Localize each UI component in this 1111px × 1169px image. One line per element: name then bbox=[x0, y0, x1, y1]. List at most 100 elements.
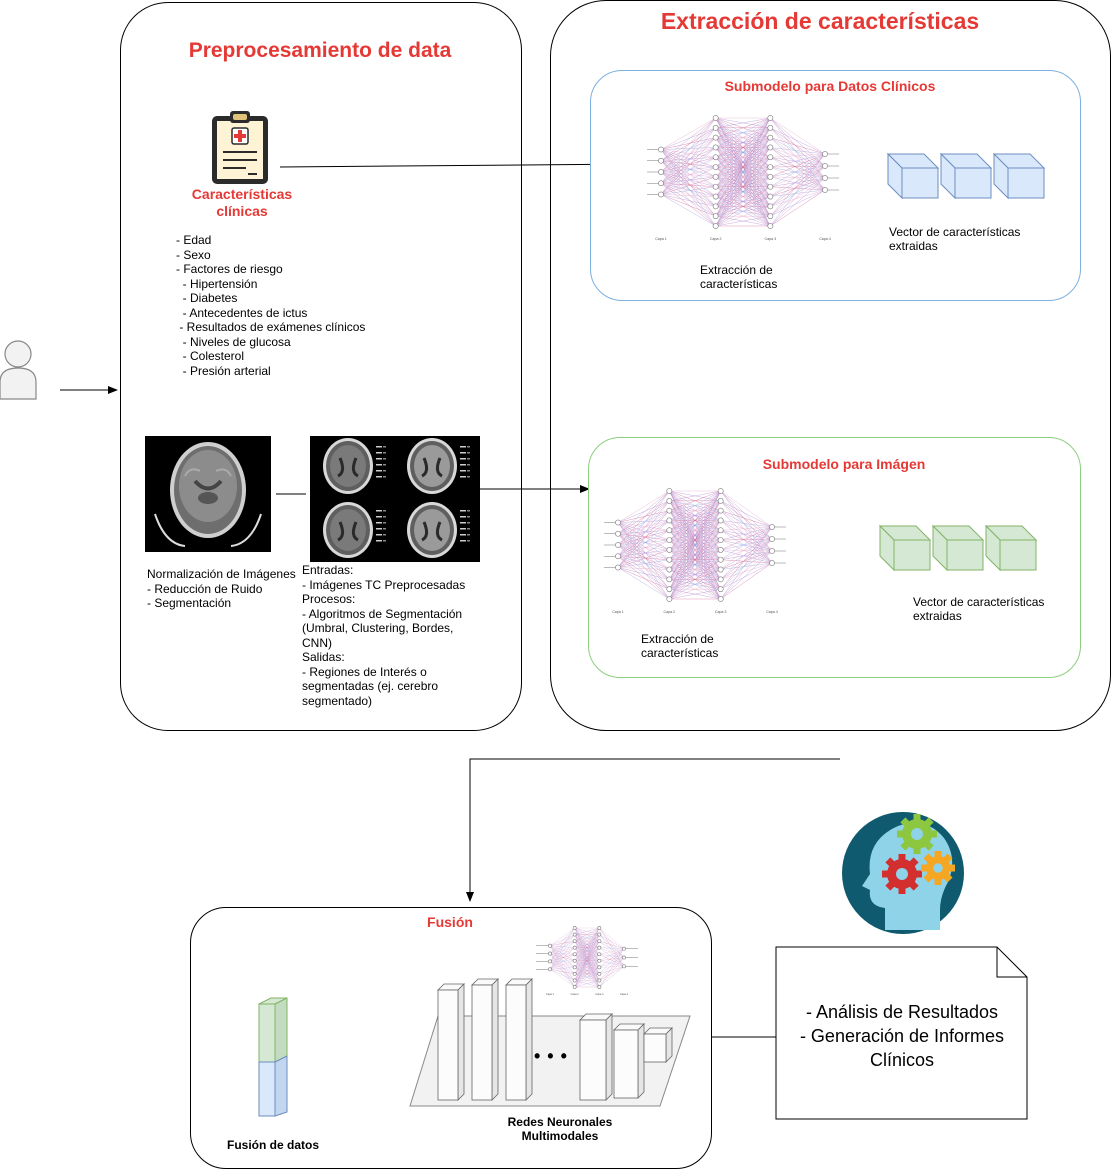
network-node bbox=[767, 223, 774, 229]
network-edge bbox=[549, 934, 575, 954]
network-edge bbox=[660, 160, 716, 197]
network-edge bbox=[617, 522, 670, 560]
network-node bbox=[712, 223, 719, 229]
network-edge bbox=[715, 206, 771, 227]
network-edge bbox=[599, 927, 625, 958]
network-edge bbox=[549, 953, 575, 961]
network-edge bbox=[599, 940, 625, 958]
network-node bbox=[572, 958, 577, 963]
network-node bbox=[767, 213, 774, 220]
network-edge bbox=[660, 194, 716, 197]
network-edge bbox=[599, 934, 625, 967]
network-edge bbox=[669, 588, 721, 600]
network-node bbox=[712, 115, 719, 121]
network-edge bbox=[770, 189, 826, 217]
network-edge bbox=[617, 556, 670, 560]
network-node bbox=[658, 180, 664, 187]
network-node bbox=[712, 134, 719, 141]
network-edge bbox=[549, 927, 575, 946]
network-node bbox=[769, 560, 775, 566]
network-edge bbox=[715, 117, 771, 168]
network-edge bbox=[669, 490, 721, 541]
network-node bbox=[572, 932, 577, 937]
network-edge bbox=[617, 567, 670, 570]
network-layer-label: Capa 2 bbox=[664, 610, 676, 614]
network-layer-label: Capa 4 bbox=[620, 993, 629, 996]
network-edge bbox=[770, 137, 826, 155]
multimodal-ellipsis: • • • bbox=[534, 1046, 568, 1066]
network-edge bbox=[660, 137, 716, 195]
output-line: - Análisis de Resultados bbox=[805, 1002, 999, 1022]
feature-vector-cube bbox=[886, 152, 940, 200]
network-node bbox=[548, 967, 552, 972]
network-node bbox=[712, 183, 719, 190]
network-node bbox=[658, 146, 664, 153]
network-edge bbox=[720, 490, 773, 528]
network-node bbox=[712, 213, 719, 220]
network-edge bbox=[599, 948, 625, 961]
network-edge bbox=[669, 500, 721, 600]
network-node bbox=[717, 537, 724, 543]
preprocessing-panel bbox=[120, 2, 522, 731]
network-edge bbox=[770, 189, 826, 227]
network-edge bbox=[770, 153, 826, 187]
network-edge bbox=[574, 973, 600, 988]
network-edge bbox=[770, 176, 826, 179]
network-node bbox=[666, 556, 673, 563]
network-layer-label: Capa 3 bbox=[765, 237, 777, 241]
network-edge bbox=[660, 157, 716, 173]
network-edge bbox=[715, 215, 771, 227]
network-edge bbox=[660, 157, 716, 161]
network-edge bbox=[669, 490, 721, 511]
io-line: - Imágenes TC Preprocesadas bbox=[302, 577, 466, 592]
network-node bbox=[666, 488, 673, 494]
network-node bbox=[597, 932, 602, 937]
network-edge bbox=[660, 183, 716, 207]
network-edge bbox=[599, 966, 625, 968]
ct-slice bbox=[407, 438, 470, 494]
io-line: segmentadas (ej. cerebro bbox=[302, 679, 439, 693]
network-edge bbox=[617, 490, 670, 557]
network-node bbox=[822, 187, 828, 193]
image-net-caption: Extracción de características bbox=[641, 632, 719, 660]
network-edge bbox=[617, 520, 670, 523]
network-edge bbox=[617, 549, 670, 568]
clinical-feature-vector bbox=[886, 152, 1046, 200]
network-edge bbox=[715, 117, 771, 148]
network-edge bbox=[669, 490, 721, 551]
network-node bbox=[597, 939, 602, 944]
fusion-title: Fusión bbox=[427, 914, 473, 930]
network-edge bbox=[617, 500, 670, 568]
network-node bbox=[767, 124, 774, 131]
network-edge bbox=[660, 147, 716, 184]
clipboard-icon bbox=[212, 111, 268, 184]
network-edge bbox=[720, 526, 773, 531]
normalization-line: Normalización de Imágenes bbox=[147, 567, 296, 581]
preprocessing-title: Preprocesamiento de data bbox=[188, 39, 452, 62]
network-node bbox=[597, 965, 602, 970]
network-edge bbox=[770, 153, 826, 197]
network-edge bbox=[549, 945, 575, 961]
network-edge bbox=[720, 526, 773, 570]
network-edge bbox=[720, 562, 773, 570]
io-line: CNN) bbox=[302, 635, 332, 650]
network-edge bbox=[574, 927, 600, 961]
network-edge bbox=[770, 117, 826, 155]
data-fusion-label: Fusión de datos bbox=[227, 1138, 320, 1152]
network-edge bbox=[617, 510, 670, 546]
network-node bbox=[822, 175, 828, 181]
image-feature-vector bbox=[878, 524, 1038, 572]
multimodal-network-platform bbox=[409, 978, 691, 1107]
network-edge bbox=[617, 500, 670, 546]
network-edge bbox=[669, 490, 721, 580]
feature-vector-cube bbox=[939, 152, 993, 200]
network-edge bbox=[660, 183, 716, 227]
network-edge bbox=[599, 934, 625, 949]
io-line: Salidas: bbox=[302, 650, 345, 664]
network-edge bbox=[660, 176, 716, 195]
network-edge bbox=[660, 137, 716, 161]
network-edge bbox=[599, 954, 625, 958]
user-icon bbox=[0, 340, 37, 400]
network-edge bbox=[770, 177, 826, 187]
network-edge bbox=[660, 147, 716, 195]
